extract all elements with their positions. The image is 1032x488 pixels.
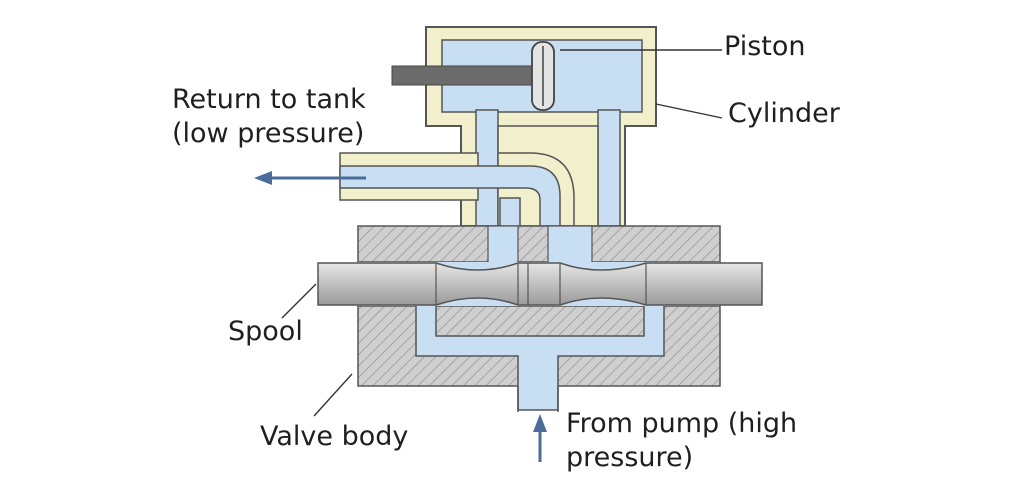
return-label-line-2: (low pressure) — [172, 118, 365, 149]
cylinder-leader-line — [655, 103, 723, 119]
pump-flow-arrow-head — [533, 414, 547, 432]
return-label-line-1: Return to tank — [172, 84, 366, 115]
valve-body-label: Valve body — [260, 420, 408, 454]
spool-label: Spool — [228, 315, 303, 349]
return-line-outer-wall — [498, 152, 575, 227]
return-to-tank-label: Return to tank (low pressure) — [172, 83, 366, 151]
piston-rod — [391, 65, 533, 86]
cylinder-label: Cylinder — [728, 97, 840, 131]
return-port-left — [499, 197, 521, 229]
pump-label-line-1: From pump (high — [566, 408, 798, 439]
from-pump-label: From pump (high pressure) — [566, 407, 797, 475]
cylinder-port-right — [597, 109, 621, 227]
piston-label-text: Piston — [724, 31, 806, 62]
spool-label-text: Spool — [228, 316, 303, 347]
cylinder-label-text: Cylinder — [728, 98, 840, 129]
return-flow-arrow-head — [254, 171, 272, 185]
pump-label-line-2: pressure) — [566, 442, 694, 473]
valve-body-leader-line — [313, 373, 353, 417]
valve-body-label-text: Valve body — [260, 421, 409, 452]
piston-label: Piston — [724, 30, 805, 64]
body-port-return — [547, 225, 593, 267]
pump-passage — [415, 301, 665, 411]
spool-leader-line — [281, 283, 317, 319]
valve-body-upper — [357, 225, 721, 263]
spool — [317, 262, 763, 306]
body-port-a — [487, 225, 519, 267]
